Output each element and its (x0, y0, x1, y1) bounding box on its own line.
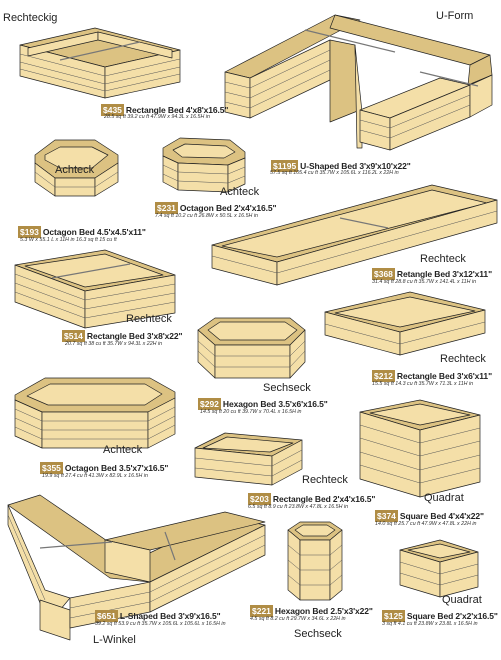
price-tag: $231 (155, 202, 178, 214)
specs-rect-3x12: 31.4 sq ft 28.8 cu ft 35.7W x 141.4L x 1… (372, 279, 477, 285)
product-name: Rectangle Bed 3'x8'x22" (86, 331, 183, 341)
price-tag: $514 (62, 330, 85, 342)
specs-rect-3x8: 20.7 sq ft 38 cu ft 35.7W x 94.3L x 22H … (65, 341, 163, 347)
label-rechteck-1: Rechteck (420, 253, 466, 265)
product-name: Octagon Bed 2'x4'x16.5" (179, 203, 277, 213)
price-tag: $221 (250, 605, 273, 617)
price-tag: $203 (248, 493, 271, 505)
hexagon-bed-3-5x6 (197, 317, 306, 379)
product-name: Rectangle Bed 2'x4'x16.5" (272, 494, 376, 504)
square-bed-4x4 (359, 399, 481, 498)
product-name: Retangle Bed 3'x12'x11" (396, 269, 492, 279)
specs-rect-3x6: 15.5 sq ft 14.3 cu ft 35.7W x 71.3L x 11… (372, 381, 474, 387)
specs-sq-2x2: 3 sq ft 4.1 cu ft 23.8W x 23.8L x 16.5H … (382, 621, 478, 627)
label-rechteck-2: Rechteck (126, 313, 172, 325)
octagon-bed-2x4 (162, 137, 246, 193)
octagon-bed-4-5x4-5 (34, 139, 119, 197)
specs-hex-2-5x3: 4.5 sq ft 8.2 cu ft 29.7W x 34.6L x 22H … (250, 616, 346, 622)
rectangle-bed-3x6 (324, 291, 486, 356)
price-tag: $193 (18, 226, 41, 238)
product-name: Rectangle Bed 4'x8'x16.5" (125, 105, 229, 115)
product-name: Octagon Bed 3.5'x7'x16.5" (64, 463, 169, 473)
label-u-form: U-Form (436, 10, 474, 22)
rectangle-bed-4x8 (19, 27, 181, 99)
specs-sq-4x4: 14.0 sq ft 25.7 cu ft 47.9W x 47.8L x 22… (375, 521, 477, 527)
l-shaped-bed (7, 494, 266, 641)
specs-rect-2x4: 6.5 sq ft 8.9 cu ft 23.8W x 47.8L x 16.5… (248, 504, 349, 510)
label-rechteck-4: Rechteck (302, 474, 348, 486)
price-tag: $374 (375, 510, 398, 522)
specs-l-shaped: 39.2 sq ft 53.9 cu ft 35.7W x 105.6L x 1… (95, 621, 226, 627)
label-quadrat-2: Quadrat (442, 594, 482, 606)
rectangle-bed-3x8 (14, 249, 176, 329)
u-shaped-bed (224, 14, 493, 151)
label-sechseck-2: Sechseck (294, 628, 342, 640)
price-tag: $355 (40, 462, 63, 474)
specs-rect-4x8: 28.5 sq ft 39.2 cu ft 47.9W x 94.3L x 16… (104, 114, 210, 120)
label-l-winkel: L-Winkel (93, 634, 136, 646)
price-tag: $435 (101, 104, 124, 116)
label-achteck-2: Achteck (220, 186, 260, 198)
product-name: Hexagon Bed 3.5'x6'x16.5" (222, 399, 328, 409)
rectangle-bed-3x12 (211, 184, 498, 286)
product-name: Rectangle Bed 3'x6'x11" (396, 371, 492, 381)
price-tag: $1195 (271, 160, 299, 172)
price-tag: $212 (372, 370, 395, 382)
label-rechteck-3: Rechteck (440, 353, 486, 365)
label-achteck-1: Achteck (55, 164, 95, 176)
price-tag: $368 (372, 268, 395, 280)
product-name: Square Bed 4'x4'x22" (399, 511, 484, 521)
product-name: Square Bed 2'x2'x16.5" (406, 611, 498, 621)
rectangle-bed-2x4 (194, 432, 303, 486)
label-achteck-3: Achteck (103, 444, 143, 456)
specs-hex-3-5x6: 14.5 sq ft 20 cu ft 39.7W x 70.4L x 16.5… (200, 409, 302, 415)
specs-oct-3-5x7: 19.9 sq ft 27.4 cu ft 41.3W x 82.9L x 16… (42, 473, 148, 479)
label-sechseck-1: Sechseck (263, 382, 311, 394)
specs-oct-4-5: 5.3 W x 55.1 L x 11H in 16.3 sq ft 15 cu… (20, 237, 117, 243)
specs-u-shaped: 57.5 sq ft 105.4 cu ft 35.7W x 105.6L x … (270, 170, 399, 176)
product-name: Hexagon Bed 2.5'x3'x22" (274, 606, 373, 616)
hexagon-bed-2-5x3 (287, 521, 343, 601)
price-tag: $292 (198, 398, 221, 410)
product-name: Octagon Bed 4.5'x4.5'x11" (42, 227, 146, 237)
product-name: L-Shaped Bed 3'x9'x16.5" (119, 611, 221, 621)
specs-oct-2x4: 7.4 sq ft 10.2 cu ft 26.8W x 50.5L x 16.… (155, 213, 258, 219)
label-quadrat-1: Quadrat (424, 492, 464, 504)
price-tag: $651 (95, 610, 118, 622)
square-bed-2x2 (399, 539, 479, 598)
product-name: U-Shaped Bed 3'x9'x10'x22" (300, 161, 411, 171)
price-tag: $125 (382, 610, 405, 622)
octagon-bed-3-5x7 (14, 377, 176, 449)
label-rechteckig: Rechteckig (3, 12, 58, 24)
